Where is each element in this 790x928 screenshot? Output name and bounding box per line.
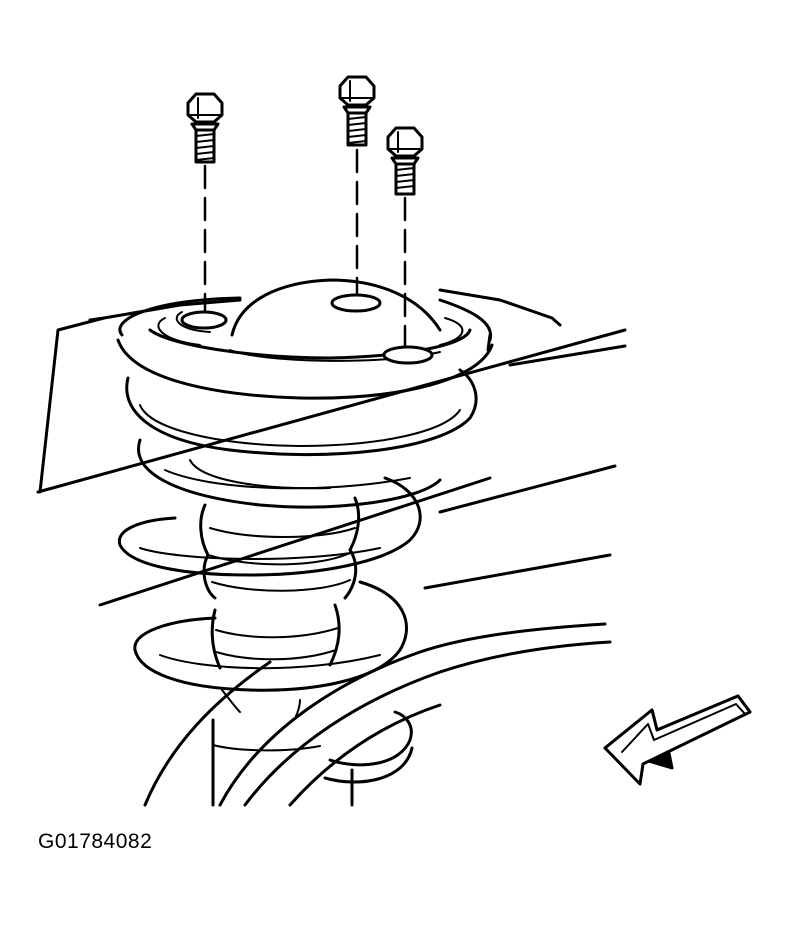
bolt-middle <box>340 77 374 147</box>
control-arm <box>145 624 610 805</box>
strut-body <box>201 498 359 805</box>
bolt-right <box>388 128 422 196</box>
direction-arrow-icon <box>605 696 750 784</box>
bolt-left <box>188 94 222 164</box>
upper-mount <box>118 280 492 398</box>
lower-seat <box>222 690 412 782</box>
coil-spring <box>119 370 476 690</box>
figure-id-label: G01784082 <box>38 830 153 853</box>
strut-tower-panel <box>38 290 625 605</box>
